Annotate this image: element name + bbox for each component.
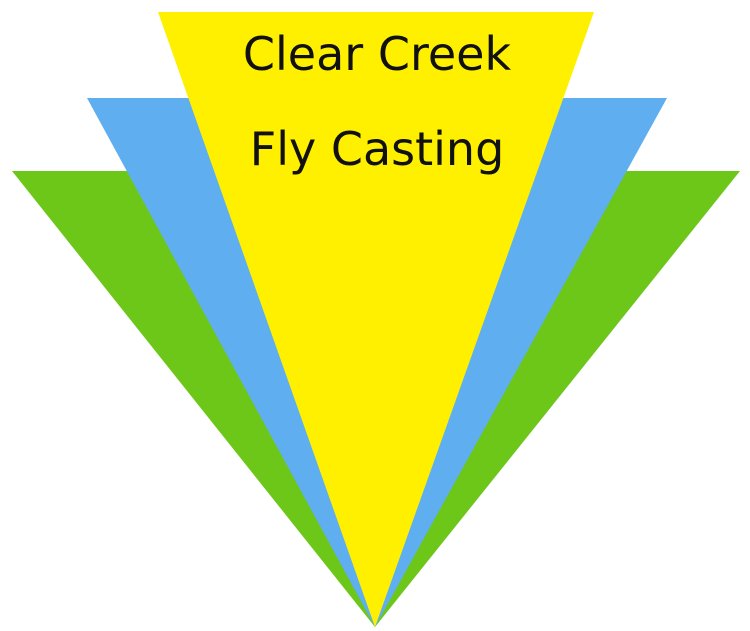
logo-title-line-1: Clear Creek [243, 27, 512, 81]
logo-title-line-2: Fly Casting [250, 122, 505, 176]
logo-inner-triangle [158, 12, 594, 627]
